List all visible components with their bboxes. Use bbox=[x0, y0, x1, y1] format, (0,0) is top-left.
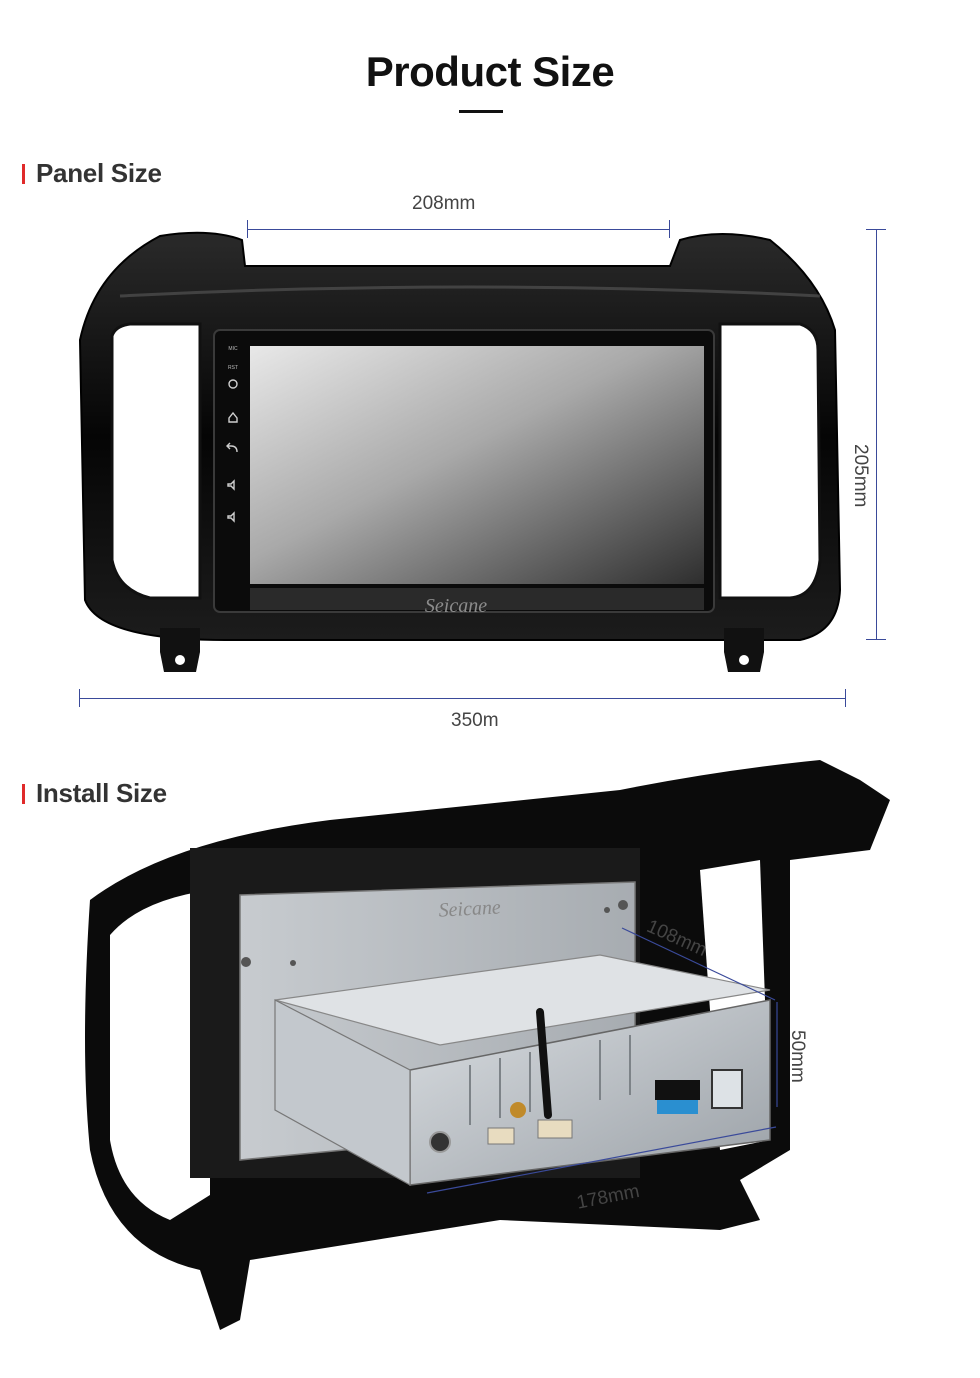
back-icon bbox=[226, 442, 238, 453]
dimension-tick bbox=[79, 689, 80, 707]
section-marker bbox=[22, 783, 25, 804]
dimension-line-right bbox=[876, 229, 877, 640]
dimension-line-bottom bbox=[79, 698, 846, 699]
panel-width-bottom-label: 350m bbox=[451, 710, 499, 731]
dimension-line-top bbox=[247, 229, 670, 230]
dimension-tick bbox=[866, 639, 886, 640]
volume-down-icon bbox=[227, 511, 235, 523]
dimension-tick bbox=[669, 220, 670, 238]
page-title: Product Size bbox=[365, 48, 615, 95]
antenna-connector bbox=[510, 1102, 526, 1118]
dimension-tick bbox=[247, 220, 248, 238]
dimension-tick bbox=[866, 229, 886, 230]
brand-logo: Seicane bbox=[425, 595, 487, 617]
install-height-label: 50mm bbox=[787, 1030, 808, 1083]
volume-up-icon bbox=[227, 479, 235, 491]
power-icon bbox=[228, 379, 238, 389]
side-label-mic: MIC bbox=[228, 346, 238, 352]
section-label: Panel Size bbox=[36, 158, 162, 188]
dimension-tick bbox=[845, 689, 846, 707]
dimension-line-depth bbox=[621, 927, 776, 1001]
side-label-rst: RST bbox=[228, 365, 238, 371]
section-panel-size: Panel Size bbox=[22, 158, 162, 189]
title-underline bbox=[459, 110, 503, 113]
dimension-line-width bbox=[426, 1126, 777, 1194]
brand-logo-install: Seicane bbox=[438, 896, 501, 921]
panel-width-top-label: 208mm bbox=[412, 193, 476, 214]
panel-photo: MIC RST Seicane bbox=[78, 231, 842, 672]
home-icon bbox=[228, 411, 238, 423]
section-marker bbox=[22, 163, 25, 184]
section-label: Install Size bbox=[36, 778, 167, 808]
section-install-size: Install Size bbox=[22, 778, 167, 809]
